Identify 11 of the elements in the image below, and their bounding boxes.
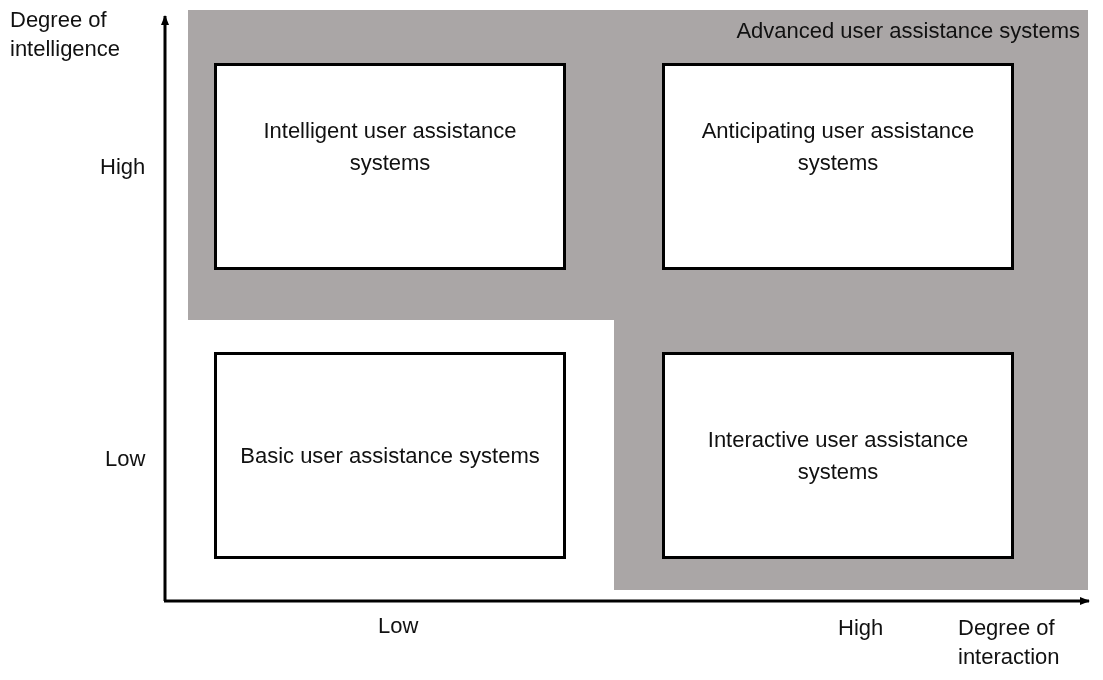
category-box: Intelligent user assistance systems [214,63,566,270]
axis-label: Low [105,445,147,473]
axis-label: Low [378,612,420,640]
axis-label: High [838,614,885,642]
axis-label: High [100,153,147,181]
region-title: Advanced user assistance systems [736,18,1080,44]
axis-label: Degree of interaction [958,614,1061,671]
category-box: Anticipating user assistance systems [662,63,1014,270]
category-box: Interactive user assistance systems [662,352,1014,559]
category-box: Basic user assistance systems [214,352,566,559]
axis-label: Degree of intelligence [10,6,122,63]
